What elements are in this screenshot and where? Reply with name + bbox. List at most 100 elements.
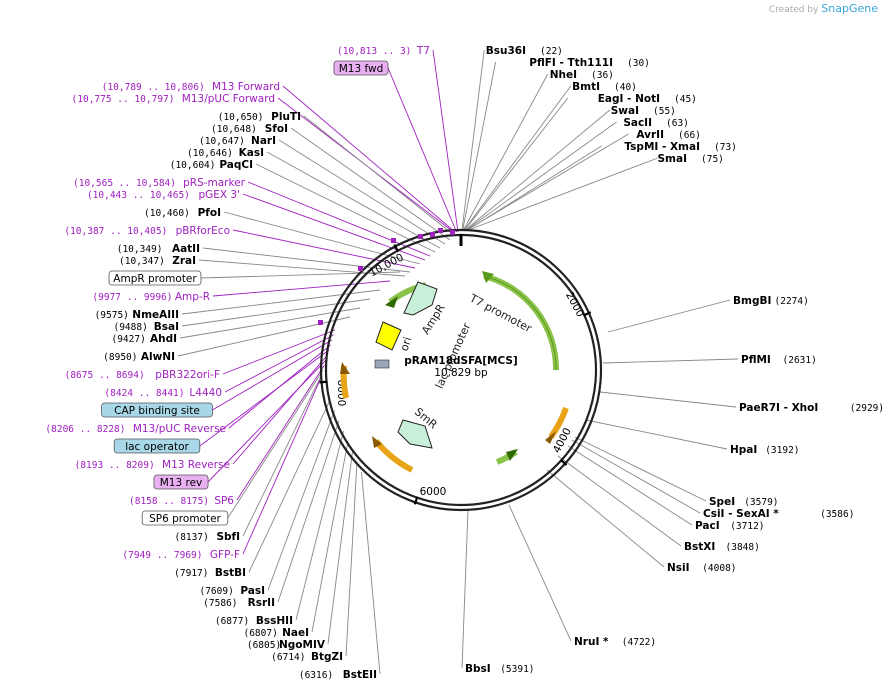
enzyme-position: (7917) — [174, 568, 208, 579]
feature-position: (10,789 .. 10,806) — [102, 82, 205, 93]
enzyme-line — [277, 420, 340, 603]
enzyme-position: (73) — [714, 142, 737, 153]
enzyme-line — [266, 151, 441, 249]
feature-position: (8675 .. 8694) — [65, 370, 145, 381]
enzyme-position: (9575) — [95, 310, 129, 321]
enzyme-line — [468, 157, 658, 231]
enzyme-label: BmtI — [572, 81, 600, 93]
enzyme-line — [599, 391, 737, 408]
feature-box-label: AmpR promoter — [113, 273, 197, 285]
feature-mark — [391, 238, 396, 243]
enzyme-label: PaeR7I - XhoI — [739, 402, 818, 414]
feature-position: (10,565 .. 10,584) — [73, 178, 176, 189]
enzyme-line — [546, 469, 665, 568]
enzyme-line — [567, 445, 693, 526]
feature-position: (8206 .. 8228) — [45, 424, 125, 435]
enzyme-line — [179, 307, 361, 339]
enzyme-position: (36) — [591, 70, 614, 81]
enzyme-line — [242, 374, 322, 537]
enzyme-label: NsiI — [667, 562, 690, 574]
center-label: pRAM18dSFA[MCS] 10,829 bp — [404, 355, 517, 379]
enzyme-position: (3579) — [744, 497, 778, 508]
feature-box-label: lac operator — [125, 441, 189, 453]
enzyme-position: (10,648) — [211, 124, 257, 135]
feature-label: T7 — [416, 45, 430, 57]
enzyme-label: SbfI — [216, 531, 240, 543]
feature-label: M13/pUC Reverse — [133, 423, 226, 435]
feature-label: pBR322ori-F — [155, 369, 220, 381]
enzyme-line — [202, 247, 411, 273]
enzyme-position: (45) — [674, 94, 697, 105]
enzyme-position: (7609) — [199, 586, 233, 597]
feature-box — [333, 60, 389, 76]
feature-box — [113, 438, 201, 454]
enzyme-label: PaqCI — [219, 159, 253, 171]
feature-label: M13 Forward — [212, 81, 280, 93]
tick-mark — [582, 311, 592, 317]
enzyme-label: NmeAIII — [132, 309, 179, 321]
enzyme-position: (8950) — [103, 352, 137, 363]
enzyme-position: (6807) — [243, 628, 277, 639]
enzyme-line — [465, 121, 617, 231]
enzyme-position: (66) — [678, 130, 701, 141]
enzyme-position: (4722) — [622, 637, 656, 648]
enzyme-label: AvrII — [636, 129, 664, 141]
enzyme-position: (10,347) — [119, 256, 165, 267]
enzyme-line — [585, 419, 728, 450]
feature-mark — [358, 266, 363, 271]
enzyme-position: (10,604) — [170, 160, 216, 171]
enzyme-position: (6805) — [247, 640, 281, 651]
enzyme-label: EagI - NotI — [598, 93, 660, 105]
feature-box — [108, 270, 202, 286]
enzyme-label: AatII — [172, 243, 200, 255]
feature-mark — [418, 234, 423, 239]
feature-label: Amp-R — [175, 291, 210, 303]
enzyme-label: BtgZI — [311, 651, 343, 663]
enzyme-label: RsrII — [248, 597, 275, 609]
feature-line — [212, 280, 391, 297]
enzyme-line — [303, 115, 456, 237]
feature-label: M13/pUC Forward — [182, 93, 275, 105]
feature-position: (10,775 .. 10,797) — [72, 94, 175, 105]
tick-label: 10,000 — [368, 251, 406, 279]
feature-mark — [430, 232, 435, 237]
enzyme-label: PluTI — [271, 111, 301, 123]
enzyme-label: PacI — [695, 520, 720, 532]
feature-position: (10,443 .. 10,465) — [87, 190, 190, 201]
enzyme-position: (63) — [666, 118, 689, 129]
feature-position: (7949 .. 7969) — [122, 550, 202, 561]
enzyme-label: SacII — [623, 117, 652, 129]
enzyme-position: (10,646) — [187, 148, 233, 159]
enzyme-label: BmgBI — [733, 295, 771, 307]
enzyme-position: (75) — [701, 154, 724, 165]
enzyme-position: (2631) — [783, 355, 817, 366]
inner-arrows — [374, 281, 438, 449]
feature-box-label: M13 rev — [160, 477, 203, 489]
tick-label: 2000 — [563, 290, 586, 319]
enzyme-label: BssHII — [256, 615, 293, 627]
enzyme-position: (6877) — [215, 616, 249, 627]
feature-box — [141, 510, 229, 526]
enzyme-label: NgoMIV — [279, 639, 326, 651]
enzyme-label: BstXI — [684, 541, 715, 553]
tick-label: 6000 — [420, 486, 447, 498]
feature-label: pRS-marker — [183, 177, 246, 189]
enzyme-label: PfoI — [198, 207, 221, 219]
enzyme-position: (10,650) — [218, 112, 264, 123]
enzyme-label: SfoI — [265, 123, 288, 135]
enzyme-position: (4008) — [702, 563, 736, 574]
enzyme-line — [602, 358, 739, 364]
enzyme-line — [465, 109, 611, 231]
enzyme-line — [461, 509, 469, 669]
feature-position: (10,813 .. 3) — [337, 46, 411, 57]
enzyme-label: AhdI — [150, 333, 177, 345]
feature-line — [222, 329, 336, 375]
enzyme-label: AlwNI — [141, 351, 175, 363]
enzyme-line — [464, 97, 569, 231]
enzyme-line — [361, 471, 381, 675]
feature-line — [199, 349, 330, 447]
feature-line — [232, 229, 416, 269]
enzyme-position: (10,460) — [144, 208, 190, 219]
enzyme-label: NarI — [251, 135, 276, 147]
